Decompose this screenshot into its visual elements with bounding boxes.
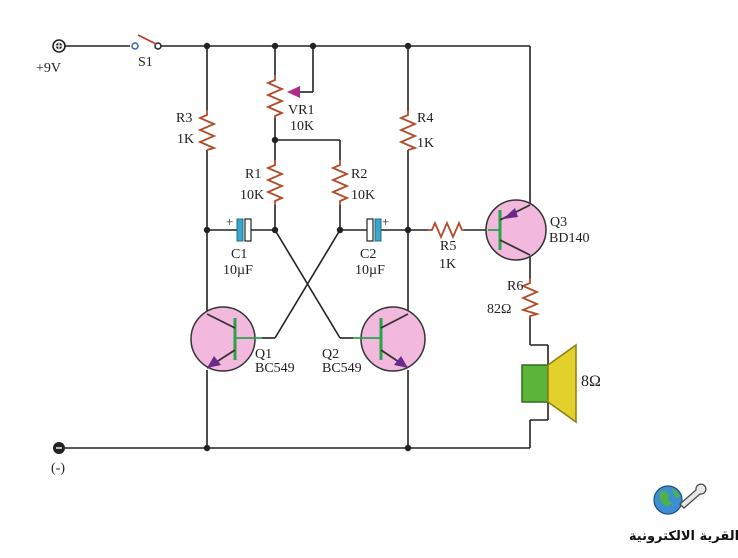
speaker-value: 8Ω [581, 373, 601, 390]
resistor-r1 [265, 160, 285, 205]
q3-part: BD140 [549, 231, 589, 246]
capacitor-c2 [366, 218, 382, 242]
resistor-r3 [197, 110, 217, 151]
positive-label: +9V [36, 61, 61, 76]
globe-wrench-icon [653, 483, 707, 515]
transistor-q3 [485, 199, 547, 261]
negative-label: (-) [51, 461, 65, 476]
r4-value: 1K [417, 136, 434, 151]
switch-label: S1 [138, 55, 153, 70]
q2-name: Q2 [322, 347, 339, 362]
resistor-r4 [398, 110, 418, 151]
c1-name: C1 [231, 247, 247, 262]
r1-name: R1 [245, 167, 261, 182]
r3-name: R3 [176, 111, 192, 126]
r4-name: R4 [417, 111, 433, 126]
negative-terminal [53, 442, 65, 454]
resistor-r6 [520, 278, 541, 318]
r6-name: R6 [507, 279, 523, 294]
c1-value: 10µF [223, 263, 253, 278]
potentiometer-vr1 [265, 75, 285, 118]
r5-value: 1K [439, 257, 456, 272]
c2-name: C2 [360, 247, 376, 262]
r6-value: 82Ω [487, 302, 511, 317]
junction-dots [203, 42, 412, 452]
speaker-icon [521, 343, 577, 424]
resistor-r2 [330, 160, 350, 205]
c1-polarity: + [226, 214, 233, 229]
vr1-name: VR1 [288, 103, 314, 118]
r3-value: 1K [177, 132, 194, 147]
c2-value: 10µF [355, 263, 385, 278]
q1-name: Q1 [255, 347, 272, 362]
transistor-q1 [190, 306, 262, 372]
r1-value: 10K [240, 188, 264, 203]
positive-terminal [52, 39, 66, 53]
q1-part: BC549 [255, 361, 295, 376]
transistor-q2 [353, 306, 426, 372]
r2-name: R2 [351, 167, 367, 182]
resistor-r5 [428, 220, 464, 240]
q2-part: BC549 [322, 361, 362, 376]
switch-s1 [131, 34, 162, 50]
r2-value: 10K [351, 188, 375, 203]
vr1-value: 10K [290, 119, 314, 134]
logo-text: القرية الالكترونية [629, 529, 738, 544]
capacitor-c1 [236, 218, 252, 242]
q3-name: Q3 [550, 215, 567, 230]
c2-polarity: + [382, 214, 389, 229]
wiper-arrow-icon [287, 86, 300, 98]
r5-name: R5 [440, 239, 456, 254]
wires [65, 45, 549, 449]
